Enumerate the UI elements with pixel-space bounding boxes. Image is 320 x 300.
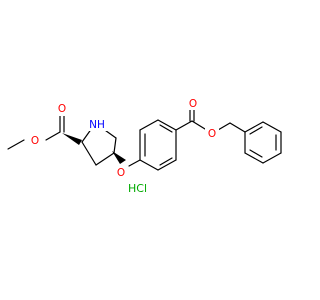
hcl-salt-label: HCl (128, 182, 147, 195)
benzene-bond-6 (139, 159, 159, 171)
ring-nh-label: NH (89, 119, 105, 131)
label-halo (87, 117, 109, 131)
phenyl-bond-6 (244, 121, 264, 133)
methyl-ester-group (7, 114, 65, 150)
ether-oxygen-label: O (117, 167, 125, 179)
aryl-carbonyl-bond (175, 120, 193, 131)
label-halo (186, 96, 200, 110)
label-halo (114, 165, 128, 179)
phenyl-ring (244, 121, 282, 164)
ch2-phenyl-bond (229, 122, 246, 133)
ester-oxygen-single-label: O (31, 135, 39, 147)
molecule-drawing: O O NH O O O HCl (7, 96, 282, 195)
ring-bond-c3-c2 (81, 141, 97, 166)
stereo-wedge-c2 (62, 133, 82, 145)
ester-o-c-bond (45, 131, 61, 141)
o-ch2-bond (217, 122, 231, 131)
structure-canvas: O O NH O O O HCl (7, 96, 282, 195)
benzene-inner-double-3 (159, 157, 173, 166)
ester-oxygen-double-label: O (58, 103, 66, 115)
phenyl-inner-double-3 (249, 126, 263, 135)
pyrrolidine-ring (81, 127, 117, 166)
carbonyl-o-bond (191, 120, 206, 130)
benzoate-oxygen-single-label: O (208, 128, 216, 140)
stereo-wedge-c4 (112, 151, 126, 164)
label-halo (29, 133, 43, 147)
phenyl-inner-double-1 (249, 149, 263, 158)
label-halo (55, 102, 69, 116)
methyl-bond (7, 139, 25, 150)
phenyl-bond-5 (262, 121, 282, 133)
benzene-inner-double-2 (159, 124, 173, 133)
benzene-bond-3 (157, 119, 177, 131)
benzene-bond-2 (139, 119, 159, 131)
ring-bond-c5-c4 (113, 137, 117, 154)
benzene-bond-5 (157, 159, 177, 171)
benzyl-ester-group (175, 108, 246, 133)
label-halo (205, 126, 219, 140)
benzoate-oxygen-double-label: O (189, 98, 197, 110)
phenyl-bond-2 (244, 152, 264, 164)
ring-bond-c4-c3 (95, 152, 115, 166)
ether-aryl-bond (128, 159, 141, 167)
central-benzene-ring (139, 119, 177, 171)
phenyl-bond-3 (262, 152, 282, 164)
